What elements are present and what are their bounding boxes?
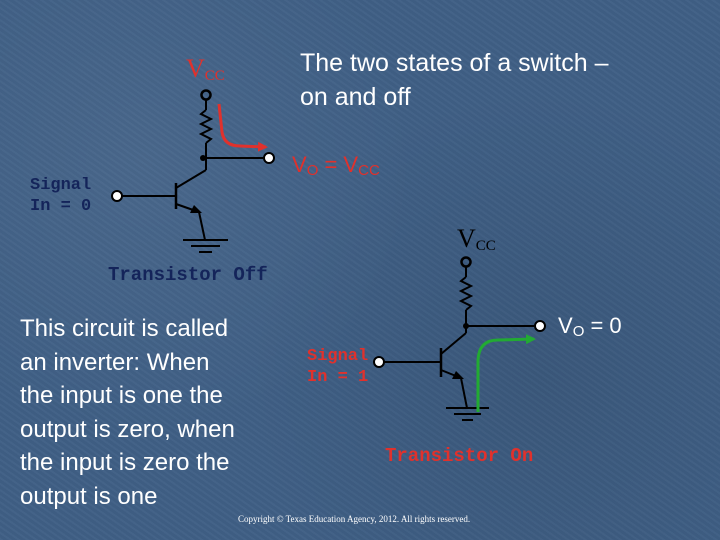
collector-resistor-2 [458, 276, 474, 311]
transistor-off-label: Transistor Off [108, 264, 268, 286]
output-terminal [263, 152, 275, 164]
collector-resistor [198, 109, 214, 144]
transistor-collector [175, 169, 207, 189]
body-line-6: output is one [20, 482, 158, 510]
transistor-on-label: Transistor On [385, 445, 534, 467]
slide-title: The two states of a switch – on and off [300, 46, 608, 114]
input-terminal [111, 190, 123, 202]
emitter-arrow [190, 205, 202, 213]
copyright-notice: Copyright © Texas Education Agency, 2012… [238, 514, 471, 524]
vcc-terminal-2 [460, 256, 472, 268]
signal-line-1: Signal [30, 176, 92, 195]
signal-line-1-on: Signal [307, 347, 369, 366]
vcc-label-off: VCC [186, 54, 225, 84]
current-arrow-on [476, 334, 536, 412]
body-text: This circuit is called an inverter: When… [20, 312, 235, 513]
vo-label-on: VO = 0 [558, 313, 622, 340]
signal-line-2: In = 0 [30, 197, 92, 216]
vo-label-off: VO = VCC [292, 152, 380, 179]
vcc-label-on: VCC [457, 224, 496, 254]
signal-label-on: Signal In = 1 [307, 346, 368, 388]
signal-label-off: Signal In = 0 [30, 175, 91, 217]
circuit-off [111, 89, 275, 253]
title-line-1: The two states of a switch – [300, 49, 609, 77]
signal-line-2-on: In = 1 [307, 368, 369, 387]
input-terminal-2 [373, 356, 385, 368]
emitter-arrow-2 [452, 371, 464, 379]
body-line-3: the input is one the [20, 382, 223, 409]
body-line-5: the input is zero the [20, 449, 230, 476]
transistor-collector-2 [440, 332, 467, 355]
body-line-2: an inverter: When [20, 348, 210, 376]
ground-wire-2 [460, 377, 468, 409]
title-line-2: on and off [300, 83, 411, 111]
ground-wire [198, 211, 206, 241]
body-line-4: output is zero, when [20, 415, 235, 443]
body-line-1: This circuit is called [20, 315, 229, 342]
output-terminal-2 [534, 320, 546, 332]
circuit-on [373, 256, 546, 421]
vcc-terminal [200, 89, 212, 101]
current-arrow-off [217, 103, 268, 152]
